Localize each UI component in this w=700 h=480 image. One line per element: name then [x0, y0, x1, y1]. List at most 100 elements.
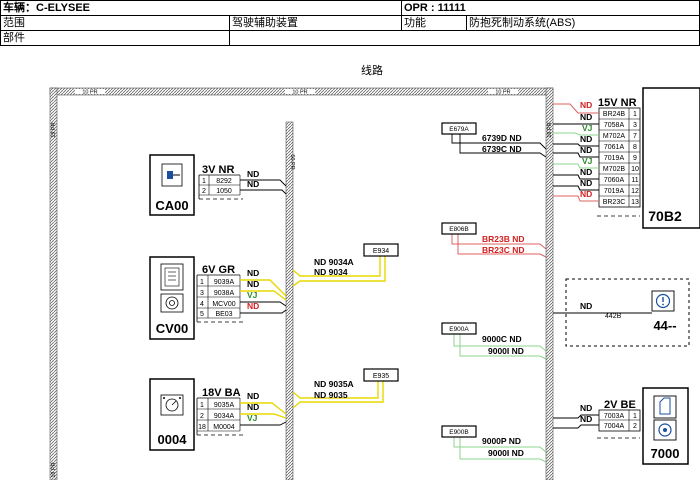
bus-tag: 19 PR [51, 462, 57, 477]
component-ca00[interactable]: CA00 3V NR 1 8292 2 1050 ND ND [149, 154, 287, 216]
pin-code: 7061A [604, 144, 625, 151]
wire-label: ND [580, 112, 592, 122]
splice-id: E900A [449, 326, 469, 333]
splice-e935[interactable]: E935 ND 9035A ND 9035 [292, 368, 399, 409]
wire-label: ND [580, 100, 592, 110]
pin-code: 9035A [214, 402, 235, 409]
component-box [642, 387, 689, 465]
wire-label: BR23B ND [482, 234, 525, 244]
pin-code: M702A [603, 133, 626, 140]
pin-number: 11 [631, 177, 638, 184]
sensor-icon [161, 163, 183, 187]
pin-number: 2 [202, 188, 206, 195]
component-id: 44-- [653, 318, 676, 333]
splice-id: E679A [449, 126, 469, 133]
harness-right [545, 87, 554, 480]
splice-box [363, 368, 399, 382]
component-box [149, 256, 195, 340]
component-0004[interactable]: 0004 18V BA 1 9035A 2 9034A 18 M0004 ND … [149, 378, 287, 451]
diagram-title: 线路 [361, 63, 383, 77]
pin-code: BR23C [603, 199, 626, 206]
splice-box [441, 222, 477, 235]
splice-e934[interactable]: E934 ND 9034A ND 9034 [292, 243, 399, 287]
component-7000[interactable]: 7000 2V BE 7003A 1 7004A 2 ND ND [553, 387, 689, 465]
wire-label: ND [247, 169, 259, 179]
wire-label: VJ [247, 290, 258, 300]
connector-label: 3V NR [202, 164, 234, 176]
connector-label: 15V NR [598, 97, 637, 109]
pin-table: BR24B 1 7058A 3 M702A 7 7061A 8 7019A 9 … [603, 111, 639, 206]
wire-label: ND [580, 134, 592, 144]
pin-code: 7004A [604, 423, 625, 430]
pin-code: 7019A [604, 188, 625, 195]
component-id: CA00 [155, 198, 188, 213]
wire-label: ND 9035 [314, 390, 348, 400]
pin-code: 7003A [604, 413, 625, 420]
bus-tag: 50 PR [289, 154, 295, 169]
wire-label: 6739D ND [482, 133, 522, 143]
pin-code: 7019A [604, 155, 625, 162]
function-label: 功能 [401, 15, 467, 31]
wire-label: 9000I ND [488, 448, 524, 458]
bus-tag: 19 PR [51, 122, 57, 137]
bus-tags: 10 PR 10 PR 10 PR 19 PR 19 PR 50 PR 19 P… [51, 89, 553, 478]
splice-id: E806B [449, 226, 469, 233]
splice-e900a[interactable]: E900A 9000C ND 9000I ND [441, 322, 547, 360]
component-44[interactable]: 44-- ND 442B [553, 278, 690, 347]
pin-number: 4 [200, 301, 204, 308]
wire-label: ND [247, 279, 259, 289]
splice-box [441, 425, 477, 438]
wire-label: ND 9035A [314, 379, 354, 389]
pin-number: 2 [200, 413, 204, 420]
component-cv00[interactable]: CV00 6V GR 1 9039A 3 9038A 4 MCV00 5 BE0… [149, 256, 287, 340]
wire-label: 9000P ND [482, 436, 521, 446]
abs-warning-icon [651, 290, 675, 312]
pin-code: 9034A [214, 413, 235, 420]
pin-code: M0004 [213, 424, 235, 431]
wire-label: 9000C ND [482, 334, 522, 344]
wire-label: ND [580, 178, 592, 188]
component-box [149, 154, 195, 216]
wheel-sensor-icon [653, 395, 677, 441]
splice-id: E935 [373, 373, 389, 380]
pin-number: 10 [631, 166, 639, 173]
pin-number: 3 [200, 290, 204, 297]
pin-number: 1 [200, 279, 204, 286]
pin-number: 13 [631, 199, 639, 206]
pin-number: 12 [631, 188, 639, 195]
component-id: 70B2 [648, 208, 682, 224]
parts-value [229, 30, 700, 46]
splice-e679a[interactable]: E679A 6739D ND 6739C ND [441, 122, 547, 158]
pin-code: 442B [605, 313, 622, 320]
control-module-icon [160, 263, 184, 313]
pin-number: 7 [633, 133, 637, 140]
bus-tag: 10 PR [82, 90, 97, 96]
splice-e806b[interactable]: E806B BR23B ND BR23C ND [441, 222, 547, 258]
pin-code: 7058A [604, 122, 625, 129]
wire-label: VJ [247, 413, 258, 423]
pin-number: 8 [633, 144, 637, 151]
pin-code: M702B [603, 166, 626, 173]
component-id: CV00 [156, 321, 189, 336]
parts-label: 部件 [0, 30, 230, 46]
pin-code: BR24B [603, 111, 626, 118]
pin-code: 7060A [604, 177, 625, 184]
wire-label: ND [247, 268, 259, 278]
bus-tag: 10 PR [292, 90, 307, 96]
connector-label: 6V GR [202, 264, 235, 276]
connector-label: 18V BA [202, 387, 241, 399]
wire-label: VJ [582, 156, 593, 166]
pin-code: BE03 [215, 311, 232, 318]
wire-label: ND [580, 145, 592, 155]
wire-labels: ND ND VJ ND ND VJ ND ND ND [580, 100, 593, 199]
component-box [642, 87, 700, 229]
splice-box [441, 322, 477, 335]
splice-box [441, 122, 477, 135]
component-70b2[interactable]: 70B2 15V NR BR24B 1 7058A 3 M702A 7 7061… [553, 87, 700, 229]
splice-id: E934 [373, 248, 389, 255]
splice-id: E900B [449, 429, 469, 436]
splice-e900b[interactable]: E900B 9000P ND 9000I ND [441, 425, 547, 463]
splice-box [363, 243, 399, 257]
wire-label: 9000I ND [488, 346, 524, 356]
header-table: 车辆：C-ELYSEE OPR : 11111 范围 驾驶辅助装置 功能 防抱死… [0, 0, 700, 46]
